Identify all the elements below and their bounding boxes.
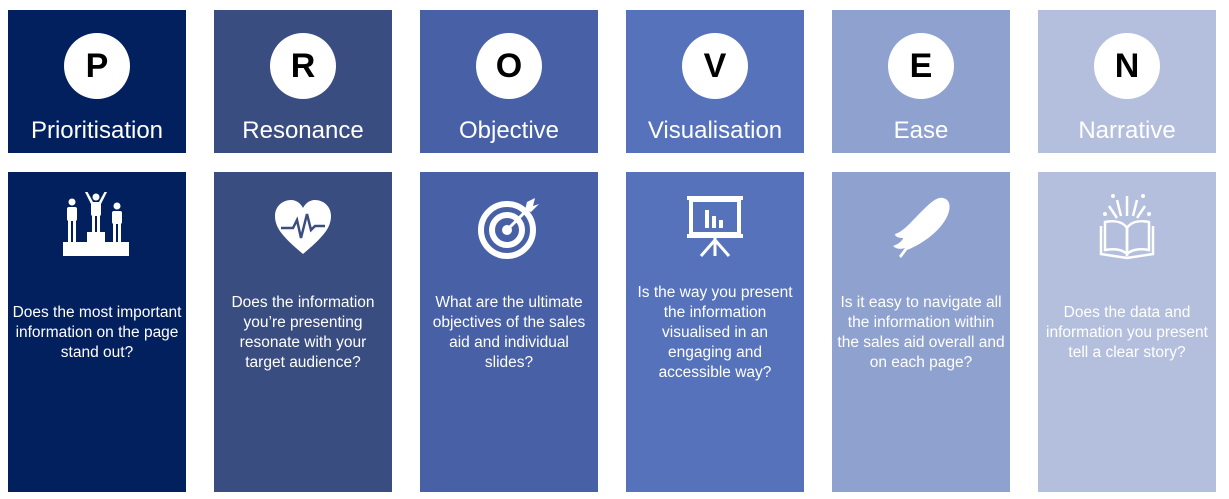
header-tile: P Prioritisation [8,10,186,153]
question-text: Is the way you present the information v… [637,284,793,381]
question-text: What are the ultimate objectives of the … [432,294,586,371]
question-text: Does the most important information on t… [12,304,182,361]
target-icon [469,192,549,262]
question-tile: Does the most important information on t… [8,172,186,492]
column-title: Ease [893,117,949,144]
open-book-icon [1087,192,1167,262]
question-text: Does the information you’re presenting r… [231,294,375,371]
letter-badge: R [270,33,336,99]
column-title: Visualisation [647,117,783,144]
question-text: Does the data and information you presen… [1046,304,1208,361]
question-text: Is it easy to navigate all the informati… [837,294,1005,371]
question-tile: Is the way you present the information v… [626,172,804,492]
header-tile: N Narrative [1038,10,1216,153]
podium-icon [57,191,137,262]
question-tile: Is it easy to navigate all the informati… [832,172,1010,492]
framework-column-ease: E Ease Is it easy to navigate all the in… [832,0,1010,499]
header-tile: E Ease [832,10,1010,153]
letter-badge: P [64,33,130,99]
framework-column-visualisation: V Visualisation Is the way you present t… [626,0,804,499]
heartbeat-icon [263,192,343,262]
header-tile: R Resonance [214,10,392,153]
column-title: Objective [458,117,560,144]
question-tile: Does the data and information you presen… [1038,172,1216,492]
presentation-chart-icon [675,192,755,262]
letter-badge: N [1094,33,1160,99]
question-tile: Does the information you’re presenting r… [214,172,392,492]
framework-column-prioritisation: P Prioritisation Does the most important… [8,0,186,499]
framework-column-narrative: N Narrative Does the data and informatio… [1038,0,1216,499]
header-tile: V Visualisation [626,10,804,153]
header-tile: O Objective [420,10,598,153]
column-title: Prioritisation [30,117,164,144]
letter-badge: E [888,33,954,99]
question-tile: What are the ultimate objectives of the … [420,172,598,492]
framework-column-objective: O Objective What are the ultimate object… [420,0,598,499]
column-title: Narrative [1078,117,1176,144]
letter-badge: O [476,33,542,99]
letter-badge: V [682,33,748,99]
feather-icon [881,192,961,262]
framework-column-resonance: R Resonance Does the information you’re … [214,0,392,499]
column-title: Resonance [242,117,364,144]
